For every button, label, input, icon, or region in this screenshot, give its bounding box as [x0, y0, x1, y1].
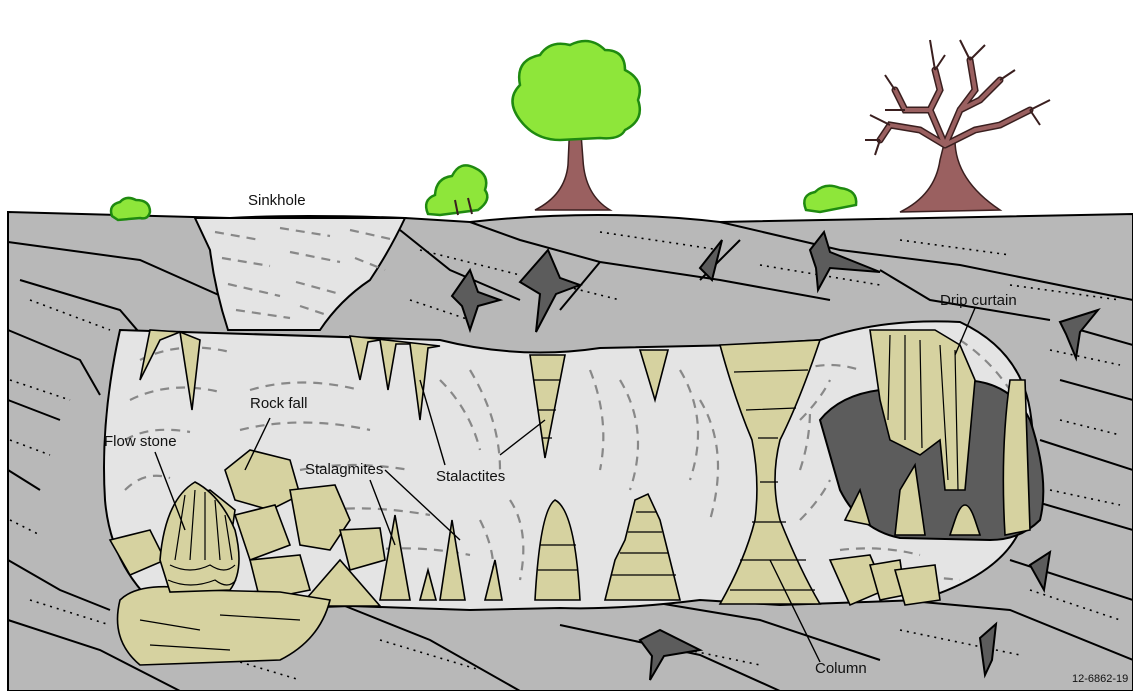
figure-code: 12-6862-19: [1072, 673, 1128, 685]
column-label: Column: [815, 660, 867, 677]
bush-right: [804, 186, 856, 212]
flow-stone-label: Flow stone: [104, 433, 177, 450]
stalactites-label: Stalactites: [436, 468, 505, 485]
bush-center-left: [426, 165, 487, 215]
stalagmites-label: Stalagmites: [305, 461, 383, 478]
sinkhole-label: Sinkhole: [248, 192, 306, 209]
drip-curtain-label: Drip curtain: [940, 292, 1017, 309]
tree-bare: [865, 40, 1050, 212]
rock-fall-label: Rock fall: [250, 395, 308, 412]
bush-left: [111, 198, 150, 220]
tree-green: [513, 41, 640, 210]
